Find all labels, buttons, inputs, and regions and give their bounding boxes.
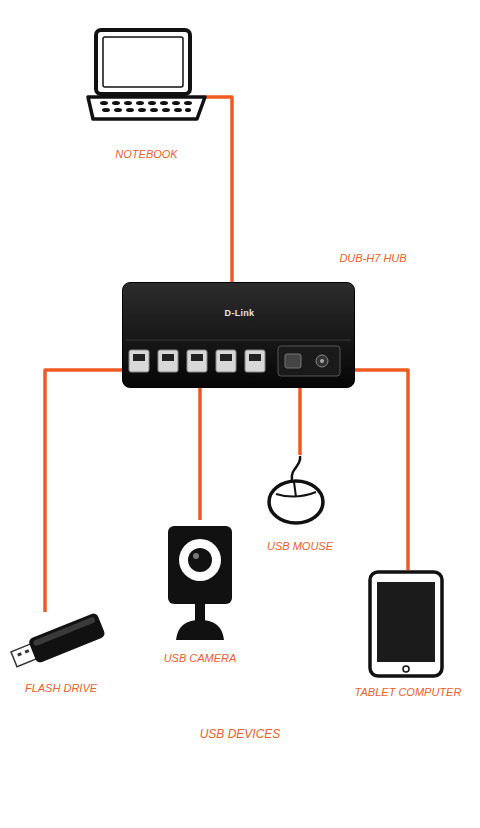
- laptop-illustration-part-part: [100, 101, 108, 105]
- laptop-illustration-part-part: [112, 101, 120, 105]
- laptop-illustration-part-part: [148, 101, 156, 105]
- tablet-illustration: [370, 572, 442, 676]
- node-label: NOTEBOOK: [88, 148, 205, 161]
- laptop-illustration-part-part: [124, 101, 132, 105]
- laptop-illustration-part: [88, 97, 205, 119]
- laptop-illustration-part-part: [184, 101, 192, 105]
- laptop-illustration-part: [96, 30, 190, 94]
- usb-cable: [205, 97, 232, 282]
- laptop-illustration-part-part: [185, 108, 191, 112]
- device-node: TABLET COMPUTER: [340, 570, 476, 702]
- tablet-illustration-part: [403, 666, 409, 672]
- device-node: USB MOUSE: [245, 455, 355, 555]
- laptop-illustration-part-part: [126, 108, 134, 112]
- camera-illustration-part: [168, 526, 232, 604]
- mouse-illustration-part: [276, 492, 316, 497]
- laptop-illustration: [88, 30, 205, 119]
- flash-drive-illustration-part: [17, 652, 22, 656]
- mouse-illustration-part: [269, 481, 323, 523]
- camera-illustration-part: [188, 548, 212, 572]
- camera-illustration-part: [193, 553, 199, 559]
- usb-cable: [355, 370, 408, 570]
- usb-cable: [198, 388, 202, 520]
- camera-illustration-part: [179, 539, 221, 581]
- flash-drive-illustration-part: [28, 612, 106, 664]
- laptop-illustration-part: [100, 101, 192, 112]
- flash-drive-illustration: [9, 612, 106, 671]
- laptop-illustration-part-part: [160, 101, 168, 105]
- flash-drive-illustration-part: [33, 616, 96, 646]
- camera-illustration-part: [195, 604, 205, 622]
- node-label: USB CAMERA: [150, 652, 250, 665]
- node-label: TABLET COMPUTER: [340, 686, 476, 699]
- node-label: DUB-H7 HUB: [313, 252, 433, 265]
- brand-logo: D-Link: [123, 307, 356, 320]
- laptop-illustration-part-part: [114, 108, 122, 112]
- laptop-illustration-part-part: [102, 108, 110, 112]
- camera-illustration: [168, 526, 232, 640]
- usb-cable: [45, 370, 122, 612]
- flash-drive-illustration-part: [25, 649, 30, 653]
- laptop-illustration-part-part: [150, 108, 158, 112]
- tablet-illustration-part: [370, 572, 442, 676]
- group-label: USB DEVICES: [180, 728, 300, 741]
- laptop-illustration-part-part: [162, 108, 170, 112]
- hub-box: DUB-H7 HUBD-Link: [122, 282, 355, 388]
- device-node: FLASH DRIVE: [5, 612, 117, 698]
- tablet-illustration-part: [377, 582, 435, 662]
- flash-drive-illustration-part: [11, 644, 37, 667]
- usb-cable: [298, 388, 302, 455]
- mouse-illustration: [269, 456, 323, 523]
- mouse-illustration-part: [292, 456, 300, 480]
- laptop-illustration-part-part: [136, 101, 144, 105]
- node-label: FLASH DRIVE: [5, 682, 117, 695]
- laptop-illustration-part: [103, 37, 183, 87]
- mouse-illustration-part: [294, 482, 296, 497]
- node-label: USB MOUSE: [245, 540, 355, 553]
- laptop-illustration-part-part: [172, 101, 180, 105]
- laptop-illustration-part-part: [174, 108, 182, 112]
- device-node: USB CAMERA: [150, 520, 250, 670]
- device-node: NOTEBOOK: [88, 26, 205, 166]
- laptop-illustration-part-part: [138, 108, 146, 112]
- camera-illustration-part: [176, 620, 224, 640]
